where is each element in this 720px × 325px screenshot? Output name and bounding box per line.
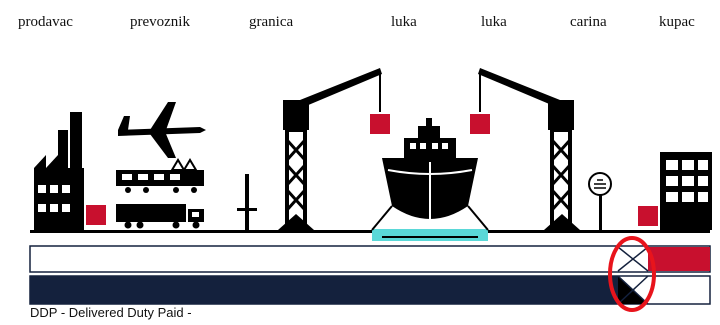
label-carrier: prevoznik: [130, 14, 190, 30]
label-port-import: luka: [481, 14, 507, 30]
cargo-box-crane-right: [470, 114, 490, 134]
label-border: granica: [249, 14, 294, 30]
label-port-export: luka: [391, 14, 417, 30]
cargo-box-seller: [86, 205, 106, 225]
ground-line: [30, 230, 710, 233]
waterline: [382, 236, 478, 238]
label-customs: carina: [570, 14, 607, 30]
risk-bar-buyer-segment: [648, 247, 710, 271]
cargo-box-crane-left: [370, 114, 390, 134]
ship-icon: [371, 118, 489, 231]
factory-icon: [34, 112, 84, 230]
risk-bar: [29, 245, 711, 273]
cost-bar: [29, 275, 711, 305]
customs-sign-icon: [588, 172, 612, 230]
crane-left-icon: [278, 68, 382, 232]
office-building-icon: [660, 152, 712, 230]
label-buyer: kupac: [659, 14, 695, 30]
transfer-point-highlight: [608, 236, 656, 312]
border-post-icon: [237, 174, 257, 230]
cost-bar-seller-segment: [30, 276, 618, 304]
truck-icon: [116, 204, 204, 229]
train-icon: [116, 158, 204, 193]
label-seller: prodavac: [18, 14, 73, 30]
crane-right-icon: [478, 68, 580, 232]
cargo-box-buyer: [638, 206, 658, 226]
water: [372, 229, 488, 241]
airplane-icon: [118, 102, 206, 158]
incoterm-caption: DDP - Delivered Duty Paid -: [30, 305, 192, 320]
